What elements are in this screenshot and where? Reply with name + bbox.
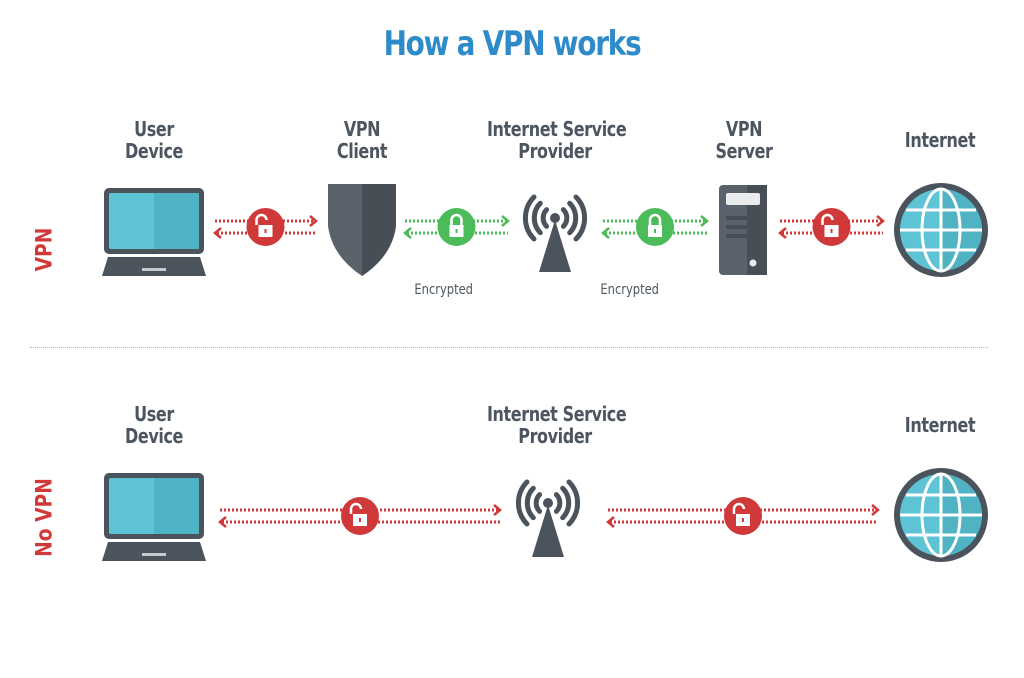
server-icon <box>719 185 767 275</box>
encrypted-caption: Encrypted <box>414 282 473 298</box>
unlock-icon <box>341 497 379 535</box>
unencrypted-link <box>778 208 885 246</box>
laptop-icon <box>102 473 206 561</box>
encrypted-link <box>601 208 709 246</box>
laptop-icon <box>102 188 206 276</box>
unlock-icon <box>246 208 285 246</box>
antenna-icon <box>515 479 581 557</box>
lock-icon <box>437 208 476 246</box>
unencrypted-link <box>213 208 318 246</box>
antenna-icon <box>522 194 588 272</box>
unencrypted-link <box>606 497 880 535</box>
node-label-internet: Internet <box>904 128 976 152</box>
diagram-title: How a VPN works <box>383 24 642 64</box>
unencrypted-link <box>218 497 502 535</box>
section-divider <box>30 347 988 348</box>
node-label-internet: Internet <box>904 413 976 437</box>
encrypted-link <box>403 208 510 246</box>
globe-icon <box>894 468 988 562</box>
encrypted-caption: Encrypted <box>600 282 659 298</box>
lock-icon <box>636 208 674 246</box>
globe-icon <box>894 183 988 277</box>
unlock-icon <box>724 497 762 535</box>
shield-icon <box>328 184 396 276</box>
unlock-icon <box>812 208 851 246</box>
